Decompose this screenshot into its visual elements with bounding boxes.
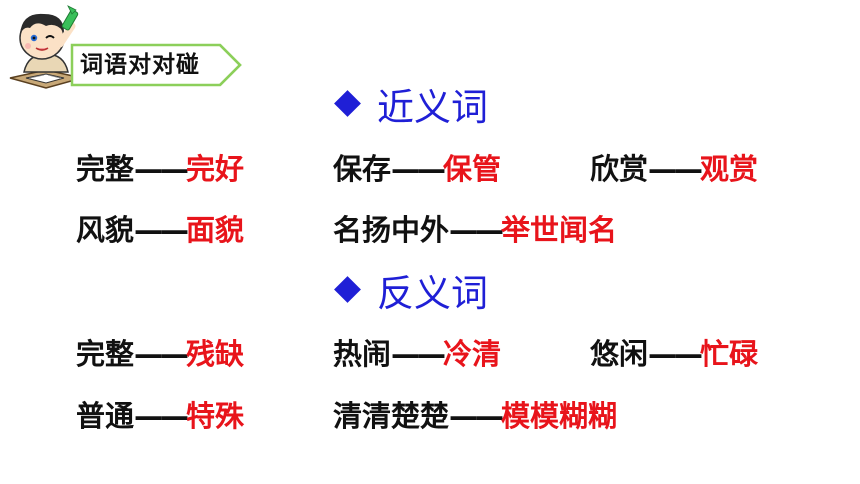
- dash: ——: [391, 152, 446, 186]
- section-title-text: 反义词: [377, 272, 488, 315]
- answer: 观赏: [700, 152, 759, 186]
- word: 悠闲: [590, 337, 649, 371]
- word-pair: 名扬中外——举世闻名: [333, 208, 617, 252]
- badge-arrow-shape: [70, 43, 242, 87]
- word-pair: 完整——完好: [76, 147, 244, 191]
- word-pair: 保存——保管: [333, 147, 501, 191]
- badge-label: 词语对对碰: [80, 52, 200, 78]
- word-pair: 清清楚楚——模模糊糊: [333, 394, 617, 438]
- dash: ——: [648, 152, 703, 186]
- dash: ——: [134, 152, 189, 186]
- answer: 冷清: [443, 337, 502, 371]
- answer: 忙碌: [700, 337, 759, 371]
- answer: 保管: [443, 152, 502, 186]
- answer: 模模糊糊: [501, 399, 618, 433]
- answer: 残缺: [186, 337, 245, 371]
- dash: ——: [648, 337, 703, 371]
- dash: ——: [449, 399, 504, 433]
- dash: ——: [134, 213, 189, 247]
- word: 热闹: [333, 337, 392, 371]
- header-tag: 词语对对碰: [0, 0, 245, 100]
- answer: 完好: [186, 152, 245, 186]
- section-badge: 词语对对碰: [70, 43, 242, 87]
- word: 保存: [333, 152, 392, 186]
- answer: 面貌: [186, 213, 245, 247]
- word-pair: 悠闲——忙碌: [590, 332, 758, 376]
- word: 清清楚楚: [333, 399, 450, 433]
- dash: ——: [134, 399, 189, 433]
- word: 风貌: [76, 213, 135, 247]
- dash: ——: [391, 337, 446, 371]
- word-pair: 完整——残缺: [76, 332, 244, 376]
- word-pair: 风貌——面貌: [76, 208, 244, 252]
- antonym-section-title: 反义词: [334, 268, 488, 320]
- word: 完整: [76, 152, 135, 186]
- word: 欣赏: [590, 152, 649, 186]
- word: 名扬中外: [333, 213, 450, 247]
- section-title-text: 近义词: [377, 86, 488, 129]
- diamond-bullet-icon: [334, 90, 361, 117]
- word: 完整: [76, 337, 135, 371]
- answer: 举世闻名: [501, 213, 618, 247]
- word-pair: 热闹——冷清: [333, 332, 501, 376]
- word: 普通: [76, 399, 135, 433]
- dash: ——: [449, 213, 504, 247]
- reading-kid-illustration: [9, 5, 83, 89]
- word-pair: 欣赏——观赏: [590, 147, 758, 191]
- diamond-bullet-icon: [334, 276, 361, 303]
- synonym-section-title: 近义词: [334, 82, 488, 134]
- dash: ——: [134, 337, 189, 371]
- answer: 特殊: [186, 399, 245, 433]
- word-pair: 普通——特殊: [76, 394, 244, 438]
